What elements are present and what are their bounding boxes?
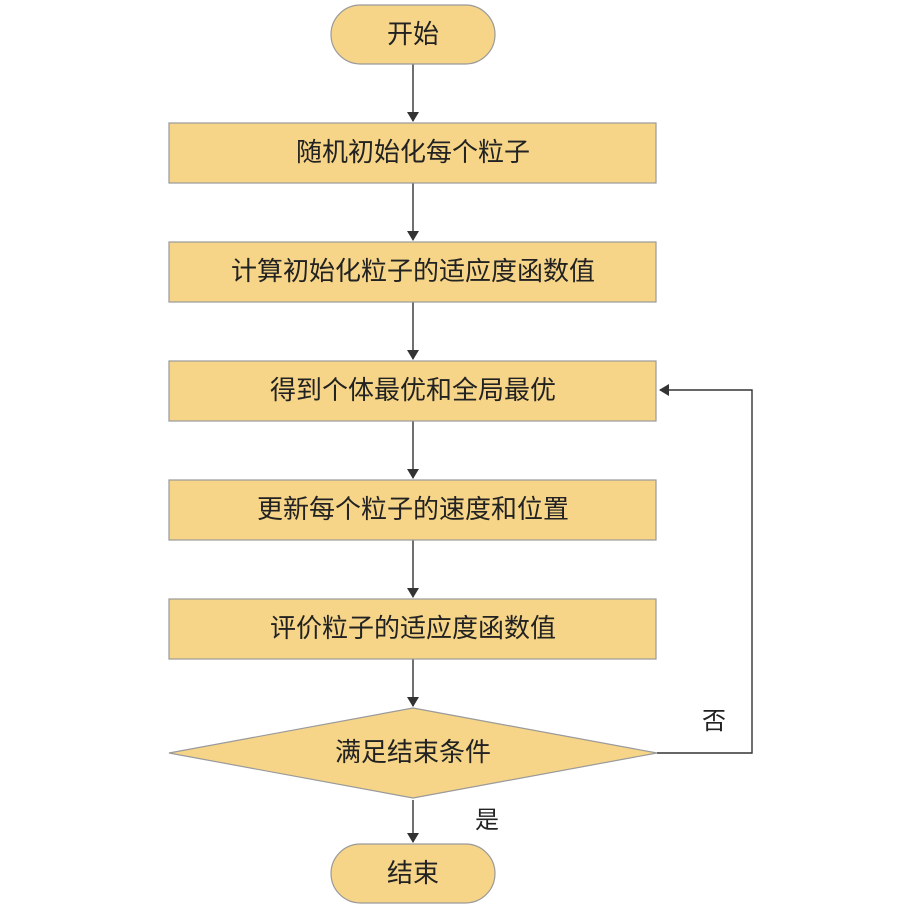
process-evaluate-label: 评价粒子的适应度函数值 — [270, 614, 556, 644]
end-terminal: 结束 — [330, 843, 496, 904]
start-shape — [330, 4, 496, 65]
decision-shape — [168, 707, 658, 799]
process-init-label: 随机初始化每个粒子 — [296, 138, 530, 168]
process-compute-fitness-label: 计算初始化粒子的适应度函数值 — [231, 257, 595, 287]
decision-label: 满足结束条件 — [335, 738, 491, 768]
arrow-loop-back-no — [657, 384, 753, 754]
process-init: 随机初始化每个粒子 — [168, 122, 657, 184]
process-best-label: 得到个体最优和全局最优 — [270, 376, 556, 406]
process-compute-fitness-shape — [168, 241, 657, 303]
process-compute-fitness: 计算初始化粒子的适应度函数值 — [168, 241, 657, 303]
process-update-shape — [168, 479, 657, 541]
process-evaluate: 评价粒子的适应度函数值 — [168, 598, 657, 660]
decision-end-condition: 满足结束条件 — [168, 707, 658, 799]
edge-label-no: 否 — [702, 707, 726, 735]
edge-label-yes: 是 — [475, 806, 499, 834]
end-shape — [330, 843, 496, 904]
process-best: 得到个体最优和全局最优 — [168, 360, 657, 422]
process-init-shape — [168, 122, 657, 184]
process-evaluate-shape — [168, 598, 657, 660]
start-label: 开始 — [387, 20, 439, 50]
end-label: 结束 — [387, 859, 439, 889]
process-update: 更新每个粒子的速度和位置 — [168, 479, 657, 541]
connectors — [407, 64, 753, 843]
process-best-shape — [168, 360, 657, 422]
start-terminal: 开始 — [330, 4, 496, 65]
process-update-label: 更新每个粒子的速度和位置 — [257, 495, 569, 525]
